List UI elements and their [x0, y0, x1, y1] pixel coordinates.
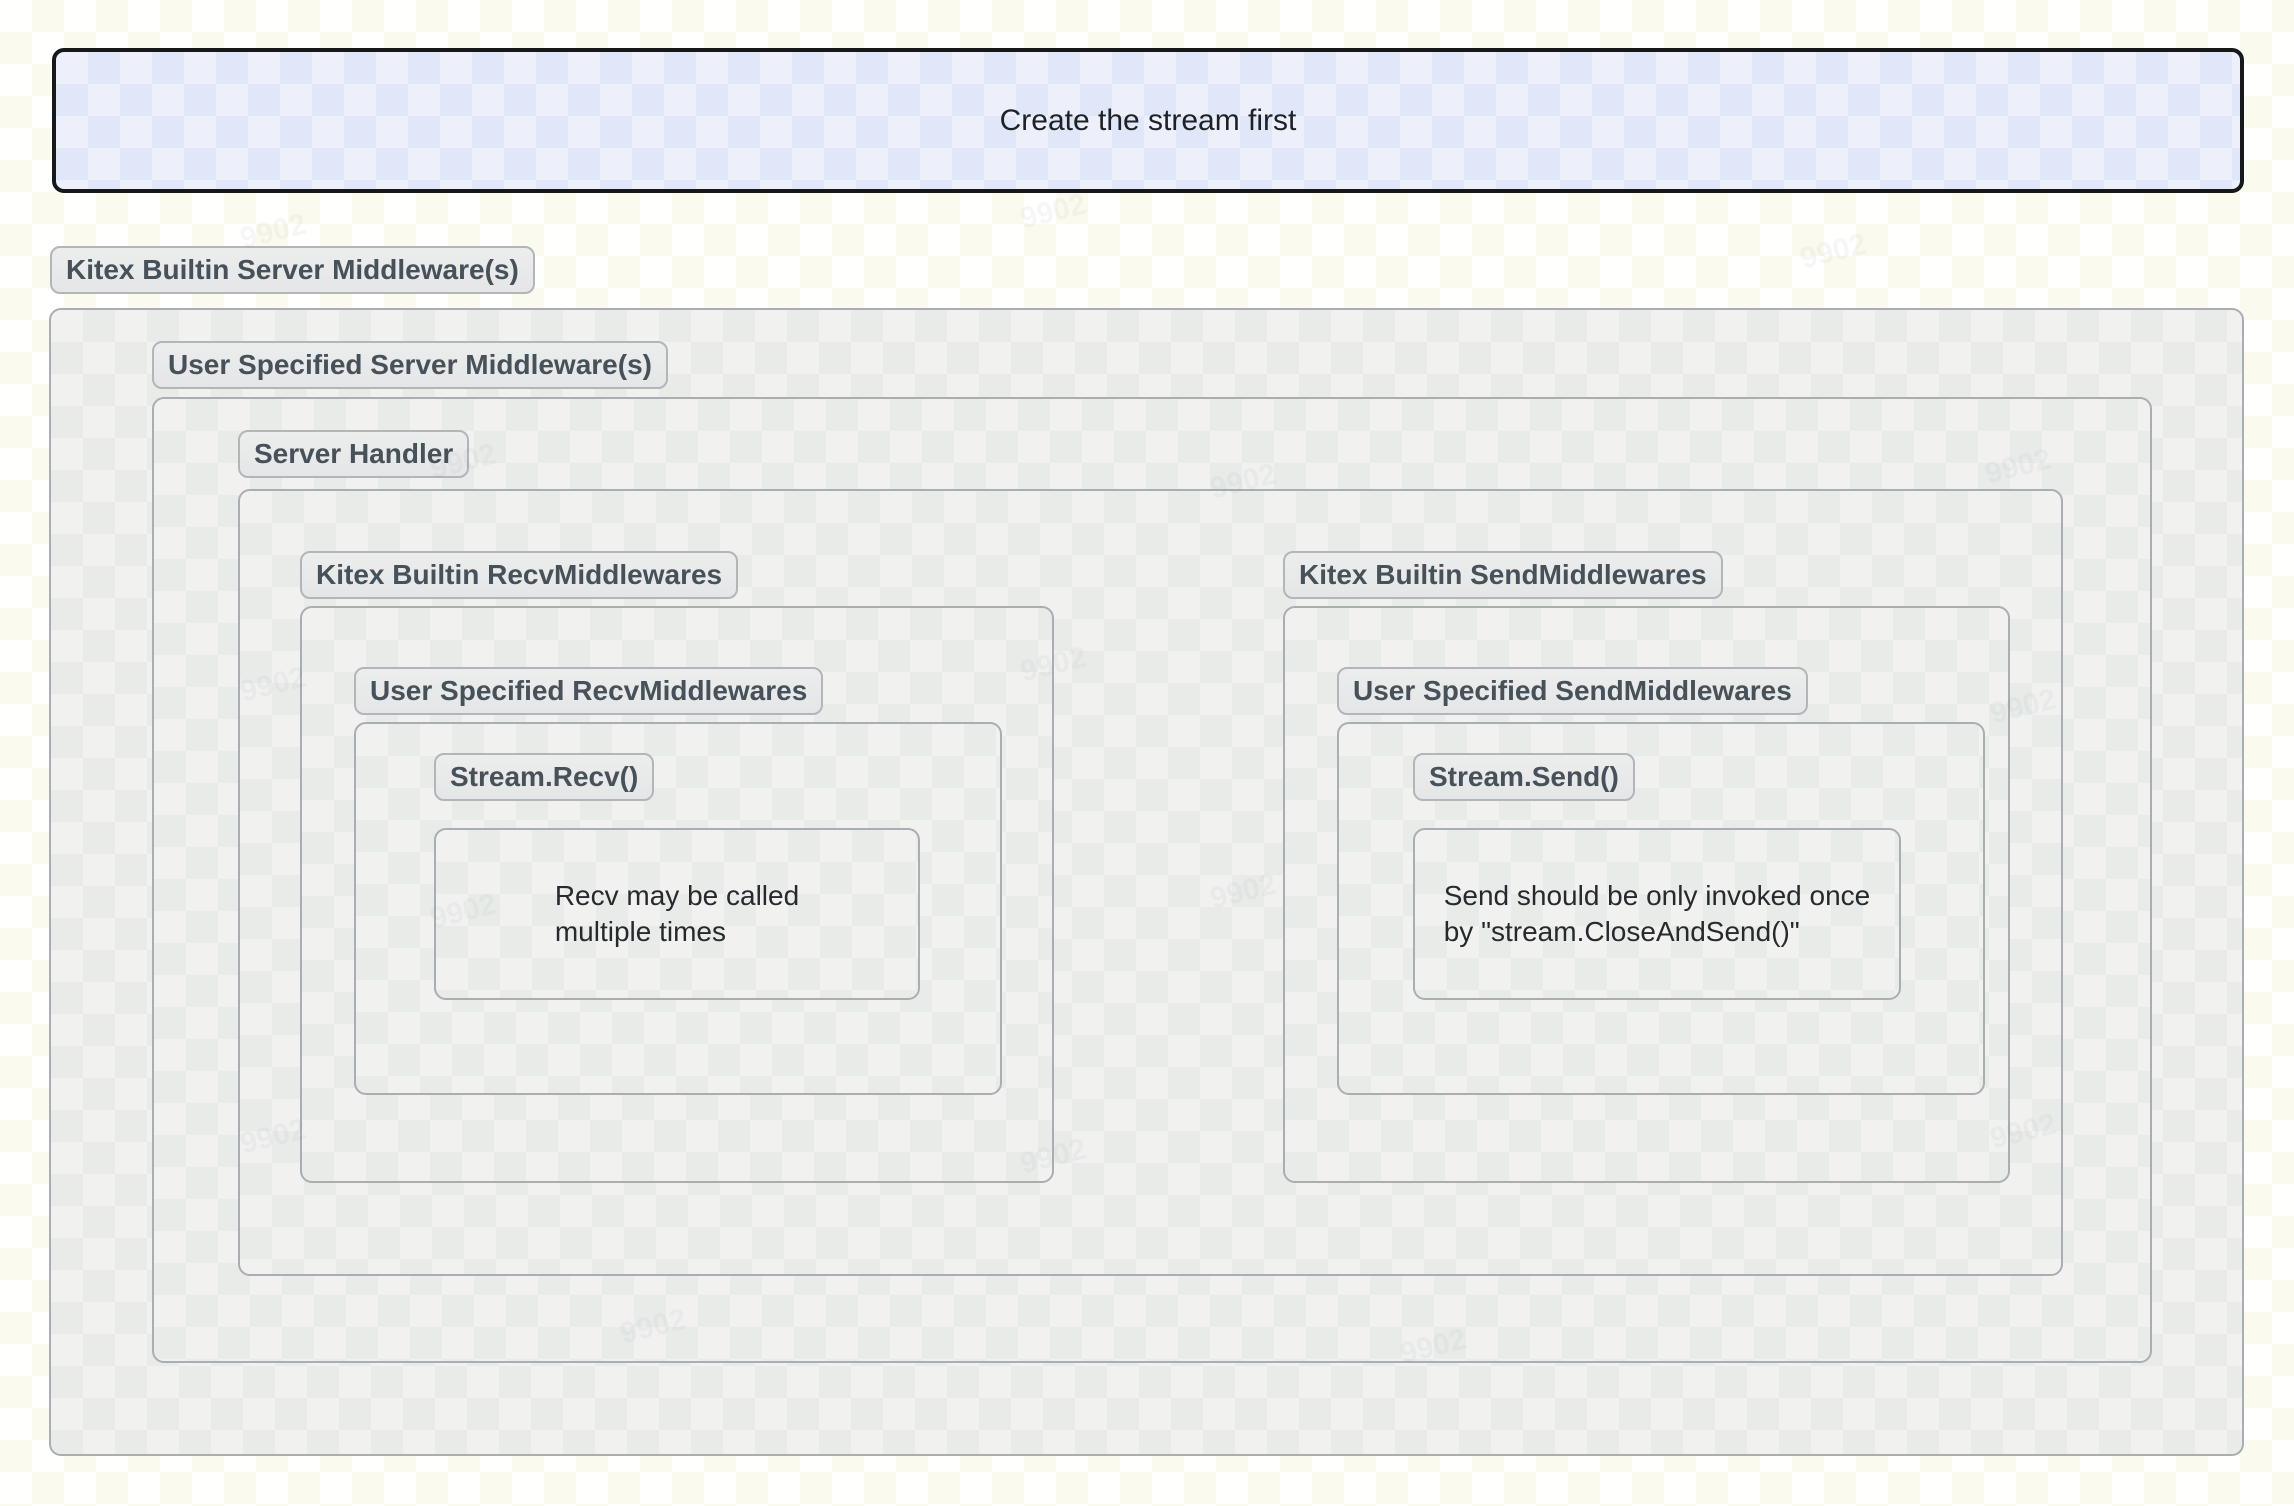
box-stream-recv-note: Recv may be called multiple times	[434, 828, 920, 1000]
stream-send-note-text: Send should be only invoked once by "str…	[1443, 880, 1871, 947]
badge-server-handler: Server Handler	[238, 430, 470, 478]
watermark-text: 9902	[1796, 227, 1870, 276]
badge-kitex-builtin-recv-middlewares: Kitex Builtin RecvMiddlewares	[300, 551, 739, 599]
badge-user-specified-send-middlewares: User Specified SendMiddlewares	[1337, 667, 1808, 715]
watermark-text: 9902	[1016, 187, 1090, 236]
badge-stream-recv: Stream.Recv()	[434, 753, 655, 801]
badge-user-specified-server-middlewares: User Specified Server Middleware(s)	[152, 341, 668, 389]
create-stream-banner-label: Create the stream first	[999, 103, 1297, 137]
badge-kitex-builtin-server-middlewares: Kitex Builtin Server Middleware(s)	[50, 246, 535, 294]
badge-user-specified-recv-middlewares: User Specified RecvMiddlewares	[354, 667, 824, 715]
badge-kitex-builtin-send-middlewares: Kitex Builtin SendMiddlewares	[1283, 551, 1723, 599]
stream-recv-note-text: Recv may be called multiple times	[554, 880, 800, 947]
create-stream-banner: Create the stream first	[52, 48, 2244, 193]
box-stream-send-note: Send should be only invoked once by "str…	[1413, 828, 1901, 1000]
badge-stream-send: Stream.Send()	[1413, 753, 1635, 801]
